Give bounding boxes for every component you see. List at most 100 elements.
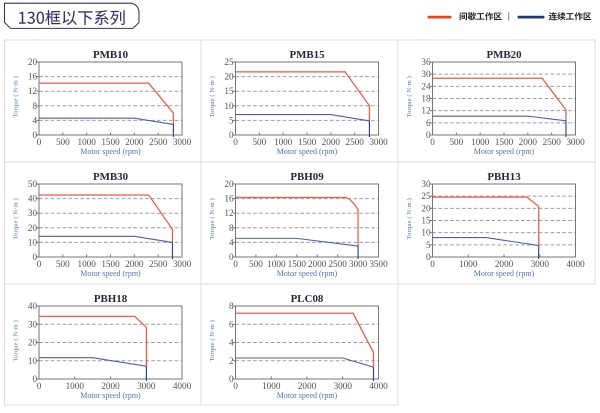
svg-text:Motor speed (rpm): Motor speed (rpm) xyxy=(277,269,338,278)
svg-text:0: 0 xyxy=(430,259,435,269)
svg-text:24: 24 xyxy=(421,81,431,91)
svg-text:0: 0 xyxy=(426,252,431,262)
svg-text:PLC08: PLC08 xyxy=(291,293,324,305)
svg-text:0: 0 xyxy=(37,259,42,269)
svg-text:0: 0 xyxy=(233,137,238,147)
svg-text:30: 30 xyxy=(421,179,431,189)
svg-text:3000: 3000 xyxy=(369,137,388,147)
svg-text:PMB30: PMB30 xyxy=(93,171,129,183)
svg-text:2000: 2000 xyxy=(125,259,144,269)
svg-text:3500: 3500 xyxy=(369,259,388,269)
svg-text:4: 4 xyxy=(229,338,234,348)
svg-text:6: 6 xyxy=(426,118,431,128)
svg-text:1000: 1000 xyxy=(262,381,281,391)
svg-text:40: 40 xyxy=(28,194,38,204)
svg-text:PMB20: PMB20 xyxy=(486,49,522,61)
svg-text:8: 8 xyxy=(229,301,234,311)
svg-text:2000: 2000 xyxy=(101,381,120,391)
svg-text:0: 0 xyxy=(37,137,42,147)
svg-text:8: 8 xyxy=(33,101,38,111)
svg-text:4000: 4000 xyxy=(566,259,585,269)
svg-text:3000: 3000 xyxy=(173,259,192,269)
svg-text:1000: 1000 xyxy=(267,259,286,269)
svg-text:PMB15: PMB15 xyxy=(289,49,325,61)
svg-text:16: 16 xyxy=(28,72,38,82)
svg-text:Torque ( N·m ): Torque ( N·m ) xyxy=(13,76,20,117)
svg-text:4000: 4000 xyxy=(173,381,192,391)
svg-text:1500: 1500 xyxy=(101,137,120,147)
svg-text:30: 30 xyxy=(421,69,431,79)
svg-text:2500: 2500 xyxy=(149,259,168,269)
svg-text:Motor speed (rpm): Motor speed (rpm) xyxy=(474,269,535,278)
svg-text:0: 0 xyxy=(229,130,234,140)
svg-text:3000: 3000 xyxy=(349,259,368,269)
svg-text:20: 20 xyxy=(28,338,38,348)
svg-text:12: 12 xyxy=(421,106,431,116)
svg-text:3000: 3000 xyxy=(531,259,550,269)
svg-text:0: 0 xyxy=(233,381,238,391)
svg-text:1500: 1500 xyxy=(101,259,120,269)
svg-text:20: 20 xyxy=(224,72,234,82)
svg-text:Motor speed (rpm): Motor speed (rpm) xyxy=(474,147,535,156)
svg-text:Torque ( N·m ): Torque ( N·m ) xyxy=(406,198,413,239)
svg-text:0: 0 xyxy=(37,381,42,391)
svg-text:2000: 2000 xyxy=(298,381,317,391)
svg-text:500: 500 xyxy=(252,137,266,147)
svg-text:Motor speed (rpm): Motor speed (rpm) xyxy=(80,147,141,156)
svg-text:15: 15 xyxy=(224,86,234,96)
svg-text:0: 0 xyxy=(233,259,238,269)
svg-text:1000: 1000 xyxy=(77,259,96,269)
svg-text:36: 36 xyxy=(421,57,431,67)
svg-text:0: 0 xyxy=(33,374,38,384)
svg-text:Torque ( N·m ): Torque ( N·m ) xyxy=(209,320,216,361)
svg-text:2000: 2000 xyxy=(308,259,327,269)
svg-text:3000: 3000 xyxy=(137,381,156,391)
svg-text:40: 40 xyxy=(28,301,38,311)
svg-text:2000: 2000 xyxy=(495,259,514,269)
svg-text:PBH09: PBH09 xyxy=(290,171,324,183)
svg-text:1000: 1000 xyxy=(274,137,293,147)
svg-text:500: 500 xyxy=(56,259,70,269)
svg-text:25: 25 xyxy=(224,57,234,67)
svg-text:18: 18 xyxy=(421,94,431,104)
svg-text:1500: 1500 xyxy=(495,137,514,147)
svg-text:Motor speed (rpm): Motor speed (rpm) xyxy=(80,391,141,400)
svg-text:10: 10 xyxy=(28,237,38,247)
svg-text:5: 5 xyxy=(426,240,431,250)
svg-text:Motor speed (rpm): Motor speed (rpm) xyxy=(80,269,141,278)
svg-text:2: 2 xyxy=(229,356,234,366)
svg-text:2500: 2500 xyxy=(345,137,364,147)
svg-text:Torque ( N·m ): Torque ( N·m ) xyxy=(406,76,413,117)
svg-text:10: 10 xyxy=(28,356,38,366)
svg-text:0: 0 xyxy=(33,130,38,140)
svg-text:25: 25 xyxy=(421,191,431,201)
svg-text:0: 0 xyxy=(430,137,435,147)
svg-text:2000: 2000 xyxy=(125,137,144,147)
svg-text:2500: 2500 xyxy=(149,137,168,147)
svg-text:500: 500 xyxy=(249,259,263,269)
svg-text:PBH13: PBH13 xyxy=(487,171,521,183)
svg-text:Torque ( N·m ): Torque ( N·m ) xyxy=(13,198,20,239)
svg-text:5: 5 xyxy=(229,115,234,125)
svg-text:Torque ( N·m ): Torque ( N·m ) xyxy=(209,198,216,239)
svg-text:1000: 1000 xyxy=(471,137,490,147)
svg-text:2500: 2500 xyxy=(328,259,347,269)
svg-text:20: 20 xyxy=(224,179,234,189)
svg-text:1500: 1500 xyxy=(288,259,307,269)
svg-text:50: 50 xyxy=(28,179,38,189)
svg-text:16: 16 xyxy=(224,194,234,204)
svg-text:2500: 2500 xyxy=(542,137,561,147)
svg-text:1000: 1000 xyxy=(66,381,85,391)
svg-text:20: 20 xyxy=(421,203,431,213)
svg-text:500: 500 xyxy=(449,137,463,147)
svg-text:0: 0 xyxy=(229,252,234,262)
svg-text:Motor speed (rpm): Motor speed (rpm) xyxy=(277,147,338,156)
svg-text:Torque ( N·m ): Torque ( N·m ) xyxy=(13,320,20,361)
svg-text:1000: 1000 xyxy=(77,137,96,147)
svg-text:6: 6 xyxy=(229,319,234,329)
svg-text:8: 8 xyxy=(229,223,234,233)
svg-text:0: 0 xyxy=(426,130,431,140)
svg-text:12: 12 xyxy=(28,86,38,96)
svg-text:500: 500 xyxy=(56,137,70,147)
svg-text:3000: 3000 xyxy=(566,137,585,147)
